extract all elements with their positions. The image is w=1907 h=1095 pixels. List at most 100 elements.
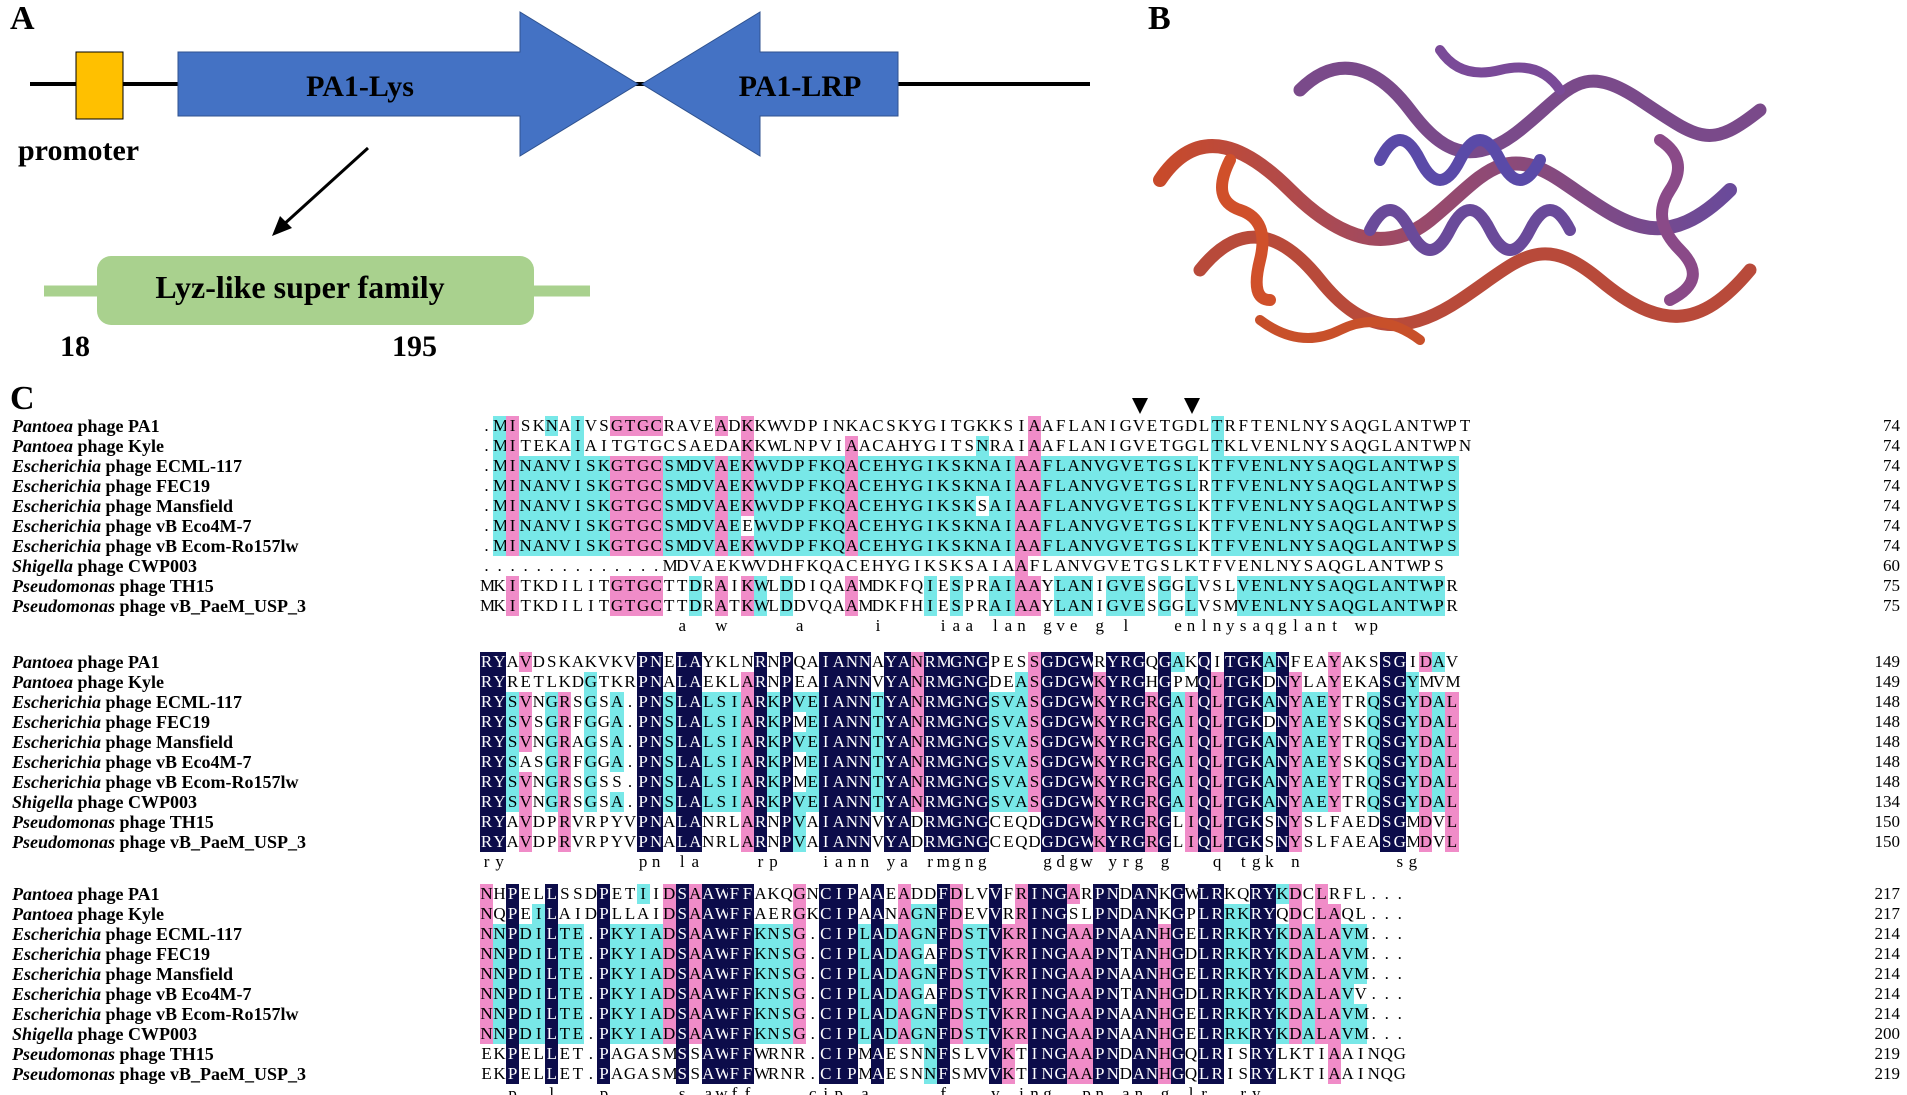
sequence-end-position: 200 bbox=[1874, 1024, 1901, 1043]
residue: L bbox=[1184, 576, 1198, 596]
residue: . bbox=[1371, 924, 1376, 943]
residue: W bbox=[1419, 596, 1436, 616]
consensus-residue: f bbox=[940, 1084, 946, 1095]
residue: K bbox=[1236, 984, 1250, 1004]
residue: V bbox=[519, 712, 533, 732]
residue: N bbox=[649, 812, 663, 832]
residue: E bbox=[663, 652, 675, 671]
residue: E bbox=[1003, 812, 1014, 831]
residue: . bbox=[1371, 1024, 1376, 1043]
residue: L bbox=[1210, 832, 1224, 852]
residue: N bbox=[1288, 456, 1302, 476]
residue: A bbox=[1080, 1044, 1094, 1064]
residue: L bbox=[611, 904, 623, 923]
residue: E bbox=[768, 904, 779, 923]
residue: T bbox=[1406, 576, 1420, 596]
residue: C bbox=[649, 536, 663, 556]
residue: L bbox=[729, 812, 740, 831]
residue: W bbox=[1080, 832, 1097, 852]
residue: A bbox=[832, 752, 846, 772]
consensus-residue bbox=[924, 1084, 937, 1095]
consensus-residue bbox=[1093, 852, 1106, 872]
consensus-residue: n bbox=[1095, 1084, 1104, 1095]
residue: E bbox=[727, 456, 741, 476]
residue: T bbox=[572, 1064, 584, 1083]
residue: G bbox=[1106, 576, 1120, 596]
residue: Y bbox=[623, 984, 637, 1004]
residue: V bbox=[1001, 752, 1015, 772]
residue: A bbox=[1027, 536, 1042, 556]
residue: W bbox=[1080, 672, 1097, 692]
residue: S bbox=[780, 984, 794, 1004]
residue: A bbox=[1132, 944, 1146, 964]
residue: D bbox=[1119, 904, 1132, 923]
residue: N bbox=[832, 416, 845, 435]
phage-name: phage vB_PaeM_USP_3 bbox=[115, 832, 307, 852]
consensus-residue: g bbox=[1160, 852, 1170, 871]
residue: R bbox=[1354, 692, 1367, 711]
residue: A bbox=[1002, 556, 1015, 575]
residue: L bbox=[1197, 1004, 1211, 1024]
consensus-residue: n bbox=[1030, 1084, 1039, 1095]
residue: . bbox=[484, 456, 489, 475]
residue: M bbox=[675, 516, 691, 536]
residue: W bbox=[753, 496, 771, 516]
residue: N bbox=[649, 732, 663, 752]
phage-name: phage Kyle bbox=[73, 672, 165, 692]
residue: E bbox=[1249, 576, 1263, 596]
residue: N bbox=[923, 904, 937, 924]
phage-name: phage Mansfield bbox=[101, 496, 234, 516]
residue: N bbox=[1041, 1064, 1055, 1084]
residue: N bbox=[1041, 1024, 1055, 1044]
residue: L bbox=[675, 672, 689, 692]
residue: A bbox=[688, 984, 702, 1004]
residue: G bbox=[1093, 556, 1106, 575]
consensus-residue bbox=[545, 616, 558, 636]
consensus-residue bbox=[741, 852, 754, 872]
sequence-end-position: 74 bbox=[1883, 456, 1900, 475]
residue: S bbox=[964, 436, 974, 455]
residue: G bbox=[1171, 1064, 1185, 1084]
residue: P bbox=[506, 904, 520, 924]
residue: A bbox=[1080, 924, 1094, 944]
residue: A bbox=[584, 436, 598, 455]
residue: P bbox=[1093, 1064, 1107, 1084]
sequence-name: Escherichia phage Mansfield bbox=[12, 732, 482, 752]
residue: E bbox=[1132, 516, 1146, 536]
residue: T bbox=[871, 732, 885, 752]
residue: S bbox=[675, 1044, 689, 1064]
residue: I bbox=[1357, 1064, 1364, 1083]
residue: G bbox=[1236, 732, 1250, 752]
residue: N bbox=[519, 536, 533, 556]
residue: A bbox=[663, 812, 676, 831]
residue: S bbox=[1315, 536, 1329, 556]
residue: A bbox=[740, 792, 754, 812]
residue: G bbox=[1236, 652, 1250, 672]
residue: A bbox=[1132, 964, 1146, 984]
residue: S bbox=[1027, 652, 1042, 672]
residue: Y bbox=[1106, 812, 1120, 832]
residue: T bbox=[1406, 536, 1420, 556]
residue: F bbox=[1342, 884, 1353, 903]
residue: A bbox=[1014, 792, 1028, 812]
residue: G bbox=[1393, 1064, 1406, 1083]
residue: T bbox=[871, 692, 885, 712]
residue: A bbox=[897, 944, 911, 964]
residue: G bbox=[1171, 596, 1185, 615]
genus-name: Escherichia bbox=[12, 964, 102, 984]
residue: S bbox=[780, 964, 794, 984]
residue: D bbox=[688, 476, 702, 496]
consensus-residue: a bbox=[952, 616, 960, 635]
residue: V bbox=[819, 436, 832, 455]
residue: R bbox=[923, 792, 937, 812]
consensus-residue: l bbox=[1188, 1084, 1194, 1095]
residue: P bbox=[636, 672, 650, 692]
residue: D bbox=[519, 1024, 533, 1044]
residue: R bbox=[1446, 596, 1458, 615]
residue: A bbox=[845, 596, 859, 616]
residue: R bbox=[1354, 772, 1367, 791]
